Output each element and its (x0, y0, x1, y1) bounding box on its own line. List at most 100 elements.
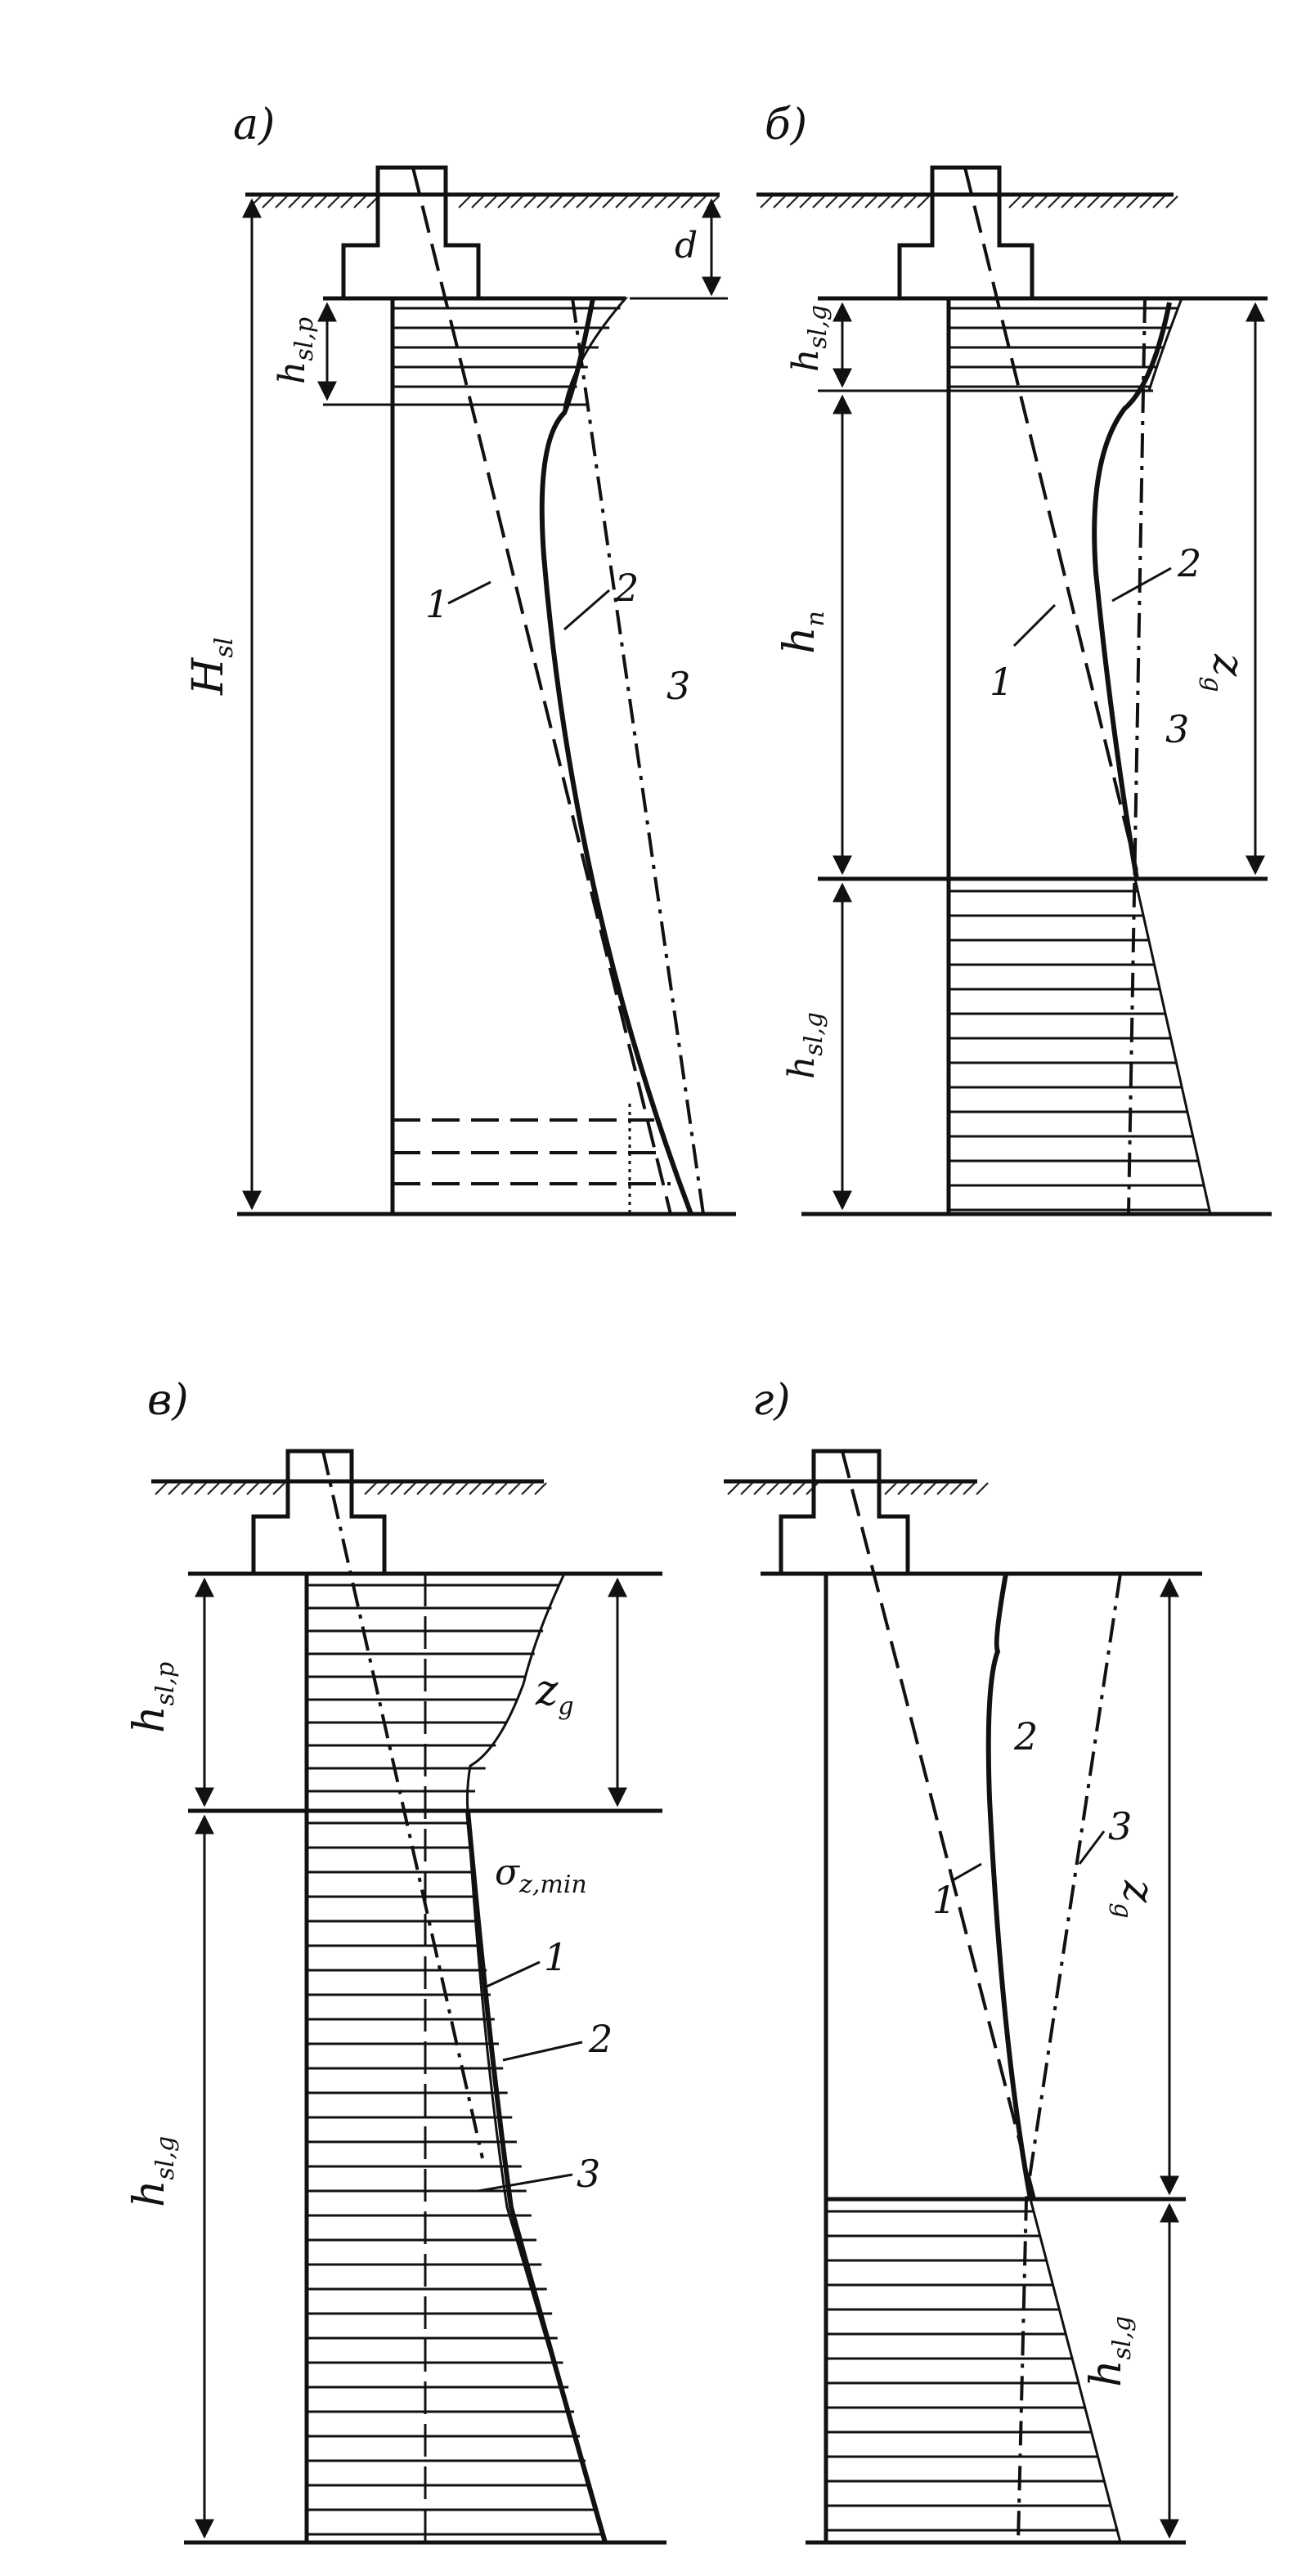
ground-hatch-stroke (779, 1482, 792, 1495)
ground-hatch-stroke (390, 1482, 403, 1495)
ground-hatch-stroke (740, 1482, 753, 1495)
ground-hatch-stroke (1034, 195, 1048, 208)
panel-b-top-zone-hatch (949, 307, 1178, 388)
ground-hatch-stroke (760, 195, 773, 208)
panel-b: б) 1 2 3 hsl,g hn hsl,g zg (756, 101, 1272, 1216)
panel-v-curve-3-leader (478, 2173, 573, 2193)
panel-b-mid-label: hn (775, 611, 830, 654)
panel-b-curve-2-label: 2 (1177, 541, 1201, 585)
ground-hatch-stroke (628, 195, 641, 208)
ground-hatch-stroke (194, 1482, 207, 1495)
ground-hatch-stroke (469, 1482, 482, 1495)
ground-hatch-stroke (246, 1482, 259, 1495)
ground-hatch-stroke (288, 195, 301, 208)
ground-hatch-stroke (364, 1482, 377, 1495)
ground-hatch-stroke (812, 195, 825, 208)
ground-hatch-stroke (576, 195, 589, 208)
panel-v-curve-2-label: 2 (588, 2017, 613, 2061)
ground-hatch-stroke (403, 1482, 416, 1495)
panel-a-curve-1 (411, 167, 672, 1215)
panel-a-top-label: hsl,p (272, 317, 319, 384)
ground-hatch-stroke (1126, 195, 1139, 208)
ground-hatch-stroke (510, 195, 523, 208)
ground-hatch-stroke (314, 195, 327, 208)
ground-hatch-stroke (877, 195, 891, 208)
panel-v-top-zone-hatch (307, 1584, 560, 1793)
ground-hatch-stroke (825, 195, 838, 208)
ground-hatch-stroke (442, 1482, 456, 1495)
panel-v-bottom-zone-hatch (307, 1821, 604, 2536)
panel-g-curve-1-label: 1 (932, 1878, 956, 1922)
panel-v-curve-3-label: 3 (577, 2152, 600, 2196)
ground-hatch-stroke (340, 195, 353, 208)
ground-hatch-stroke (838, 195, 851, 208)
ground-hatch-stroke (949, 1482, 963, 1495)
panel-b-curve-2 (1092, 302, 1172, 880)
ground-hatch-stroke (615, 195, 628, 208)
ground-hatch-stroke (1008, 195, 1021, 208)
panel-a-curve-2 (539, 298, 693, 1216)
ground-hatch-stroke (155, 1482, 168, 1495)
ground-hatch-stroke (602, 195, 615, 208)
panel-g-footing (779, 1481, 910, 1576)
ground-hatch-stroke (786, 195, 799, 208)
panel-g-zone-label: zg (1108, 1879, 1163, 1919)
ground-hatch-stroke (327, 195, 340, 208)
ground-hatch-stroke (766, 1482, 779, 1495)
panel-g-bottom-zone-outline (1029, 2198, 1122, 2543)
ground-hatch-stroke (897, 1482, 910, 1495)
panel-g-bottom-zone-hatch (826, 2210, 1118, 2532)
ground-hatch-stroke (534, 1482, 547, 1495)
panel-g-curve-2-label: 2 (1013, 1714, 1038, 1758)
ground-hatch-stroke (799, 195, 812, 208)
panel-b-zone-label: zg (1198, 653, 1253, 692)
ground-hatch-stroke (641, 195, 654, 208)
ground-hatch-stroke (1165, 195, 1178, 208)
panel-v-bottom-label: hsl,g (125, 2136, 180, 2207)
panel-b-curve-3-label: 3 (1165, 707, 1189, 751)
ground-hatch-stroke (550, 195, 563, 208)
panel-g-curve-2 (985, 1573, 1033, 2200)
ground-hatch-stroke (1074, 195, 1087, 208)
ground-hatch-stroke (917, 195, 930, 208)
panel-g-curve-1-leader (952, 1862, 982, 1882)
panel-g-column (811, 1449, 882, 1481)
panel-g-curve-1 (841, 1450, 1036, 2200)
ground-hatch-stroke (884, 1482, 897, 1495)
panel-b-footing (897, 195, 1034, 301)
ground-hatch-stroke (707, 195, 720, 208)
ground-hatch-stroke (693, 195, 707, 208)
panel-a-curve-1-label: 1 (425, 582, 449, 626)
ground-hatch-stroke (168, 1482, 181, 1495)
panel-g-curve-3-label: 3 (1108, 1804, 1132, 1848)
panel-a-ground-hatch (249, 195, 720, 208)
ground-hatch-stroke (523, 195, 536, 208)
panel-b-curve-1 (963, 167, 1138, 871)
panel-b-curve-2-leader (1111, 567, 1172, 603)
panel-v-curve-2-leader (502, 2041, 583, 2062)
panel-a-curve-2-leader (563, 589, 610, 631)
panel-b-ground-hatch (760, 195, 1178, 208)
panel-b-letter: б) (765, 101, 807, 150)
panel-b-top-label: hsl,g (785, 305, 833, 372)
ground-hatch-stroke (1087, 195, 1100, 208)
panel-a-curve-2-label: 2 (614, 566, 639, 610)
panel-a: а) d 1 2 3 Hsl (184, 101, 736, 1216)
ground-hatch-stroke (521, 1482, 534, 1495)
ground-hatch-stroke (275, 195, 288, 208)
panel-a-depth-label: d (675, 225, 698, 267)
ground-hatch-stroke (923, 1482, 936, 1495)
panel-a-top-zone-outline (393, 297, 629, 410)
ground-hatch-stroke (416, 1482, 429, 1495)
ground-hatch-stroke (563, 195, 576, 208)
panel-v-curve-3 (321, 1450, 484, 2159)
panel-a-curve-3-label: 3 (666, 664, 690, 708)
panel-v-sigma-label: σz,min (495, 1852, 587, 1899)
panel-v-zone-label: zg (535, 1666, 574, 1721)
ground-hatch-stroke (262, 195, 275, 208)
ground-hatch-stroke (851, 195, 864, 208)
panel-a-top-zone-hatch (393, 307, 621, 388)
panel-v: в) σz,min 1 2 3 hsl,p hsl,g zg (125, 1376, 666, 2545)
